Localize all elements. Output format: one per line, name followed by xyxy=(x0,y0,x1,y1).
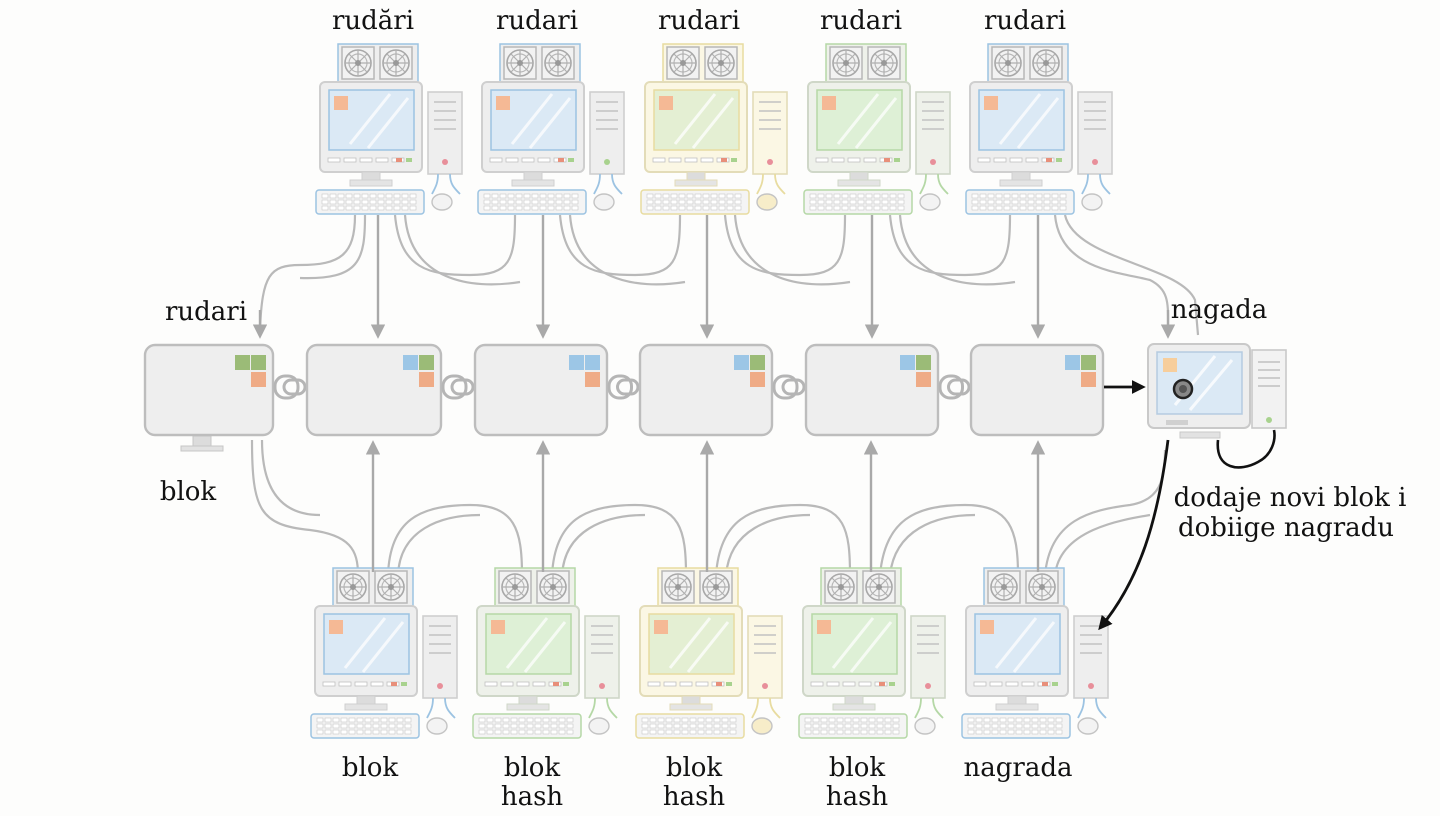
bottom-miner-computer xyxy=(472,567,620,739)
fan-icon xyxy=(536,570,570,604)
bottom-miner-row xyxy=(310,567,1109,739)
reward-computer xyxy=(1147,343,1287,469)
bottom-miner-computer xyxy=(635,567,783,739)
fan-icon xyxy=(374,570,408,604)
fan-icon xyxy=(867,46,901,80)
bottom-label-2-line1: blok xyxy=(504,753,561,783)
fan-icon xyxy=(704,46,738,80)
top-miner-computer xyxy=(803,43,951,215)
chain-block xyxy=(473,343,609,437)
fan-icon xyxy=(1029,46,1063,80)
fan-icon xyxy=(498,570,532,604)
bottom-label-1: blok xyxy=(342,753,399,783)
chain-block xyxy=(143,343,275,452)
chain-link-icon xyxy=(772,374,806,400)
bottom-label-2-line2: hash xyxy=(501,782,564,812)
top-label-2: rudari xyxy=(496,6,578,36)
chain-link-icon xyxy=(938,374,971,400)
blockchain xyxy=(143,343,1105,452)
chain-block xyxy=(305,343,443,437)
left-miners-label: rudari xyxy=(165,297,247,327)
top-label-3: rudari xyxy=(658,6,740,36)
bottom-label-3-line2: hash xyxy=(663,782,726,812)
top-label-1: rudări xyxy=(332,6,414,36)
chain-link-icon xyxy=(441,374,475,400)
chain-block xyxy=(969,343,1105,437)
fan-icon xyxy=(341,46,375,80)
bottom-miner-computer xyxy=(961,567,1109,739)
fan-icon xyxy=(541,46,575,80)
left-block-label: blok xyxy=(160,477,217,507)
fan-icon xyxy=(987,570,1021,604)
fan-icon xyxy=(379,46,413,80)
fan-icon xyxy=(699,570,733,604)
black-arrows xyxy=(1098,380,1170,631)
bottom-label-4-line1: blok xyxy=(829,753,886,783)
bottom-miner-computer xyxy=(310,567,458,739)
arrow-reward-to-miner xyxy=(1098,439,1170,631)
fan-icon xyxy=(991,46,1025,80)
fan-icon xyxy=(666,46,700,80)
bottom-label-3-line1: blok xyxy=(666,753,723,783)
fan-icon xyxy=(1025,570,1059,604)
fan-icon xyxy=(503,46,537,80)
top-miner-computer xyxy=(640,43,788,215)
chain-link-icon xyxy=(607,374,640,400)
bottom-miner-computer xyxy=(798,567,946,739)
chain-block xyxy=(638,343,774,437)
reward-top-label: nagada xyxy=(1171,295,1268,325)
fan-icon xyxy=(862,570,896,604)
top-miner-computer xyxy=(965,43,1113,215)
reward-desc-line2: dobiige nagradu xyxy=(1178,513,1394,543)
fan-icon xyxy=(336,570,370,604)
top-miner-computer xyxy=(315,43,463,215)
bottom-label-5: nagrada xyxy=(964,753,1073,783)
top-label-4: rudari xyxy=(820,6,902,36)
top-label-5: rudari xyxy=(984,6,1066,36)
gray-arrows xyxy=(252,215,1176,572)
chain-block xyxy=(804,343,940,437)
reward-desc-line1: dodaje novi blok i xyxy=(1174,483,1407,513)
top-miner-row xyxy=(315,43,1113,215)
bottom-label-4-line2: hash xyxy=(826,782,889,812)
top-miner-computer xyxy=(477,43,625,215)
chain-link-icon xyxy=(273,374,307,400)
fan-icon xyxy=(824,570,858,604)
fan-icon xyxy=(829,46,863,80)
fan-icon xyxy=(661,570,695,604)
